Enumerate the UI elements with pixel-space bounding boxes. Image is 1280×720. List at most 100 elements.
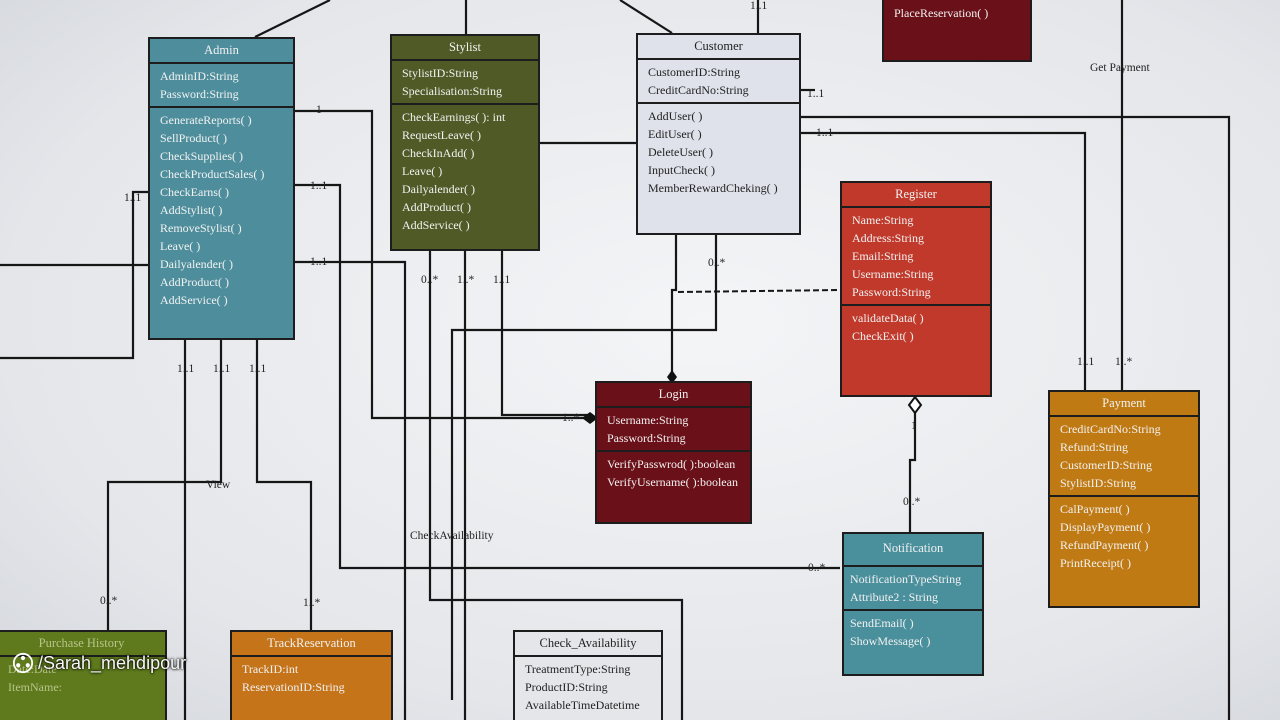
method: VerifyUsername( ):boolean [607, 475, 738, 489]
method: CheckProductSales( ) [160, 167, 265, 181]
method: SendEmail( ) [850, 616, 914, 630]
label-1-1-admin-bottom-b: 1..1 [213, 363, 231, 375]
label-1-1-customer-a: 1..1 [807, 88, 825, 100]
attributes-section: NotificationTypeString Attribute2 : Stri… [844, 567, 982, 611]
class-title: Register [842, 183, 990, 208]
class-track-reservation[interactable]: TrackReservation TrackID:int Reservation… [230, 630, 393, 720]
class-purchase-history[interactable]: Purchase History Date:Date ItemName: [0, 630, 167, 720]
attribute: ItemName: [8, 680, 62, 694]
method: AddUser( ) [648, 109, 703, 123]
label-1: 1 [316, 104, 322, 116]
attribute: Refund:String [1060, 440, 1128, 454]
attributes-section: CustomerID:String CreditCardNo:String [638, 60, 799, 104]
methods-section: CheckEarnings( ): int RequestLeave( ) Ch… [392, 105, 538, 237]
method: SellProduct( ) [160, 131, 227, 145]
attribute: StylistID:String [1060, 476, 1137, 490]
attribute: Username:String [852, 267, 934, 281]
method: Leave( ) [160, 239, 201, 253]
attribute: Password:String [160, 87, 239, 101]
label-0-many-notification-top: 0..* [903, 496, 921, 508]
class-admin[interactable]: Admin AdminID:String Password:String Gen… [148, 37, 295, 340]
method: Dailyalender( ) [160, 257, 233, 271]
label-get-payment: Get Payment [1090, 62, 1150, 74]
attribute: CreditCardNo:String [1060, 422, 1161, 436]
label-0-many-stylist: 0..* [421, 274, 439, 286]
label-0-many-customer: 0..* [708, 257, 726, 269]
label-0-many-notification-left: 0..* [808, 562, 826, 574]
class-login[interactable]: Login Username:String Password:String Ve… [595, 381, 752, 524]
attribute: Name:String [852, 213, 914, 227]
class-notification[interactable]: Notification NotificationTypeString Attr… [842, 532, 984, 676]
method: MemberRewardCheking( ) [648, 181, 778, 195]
method: VerifyPasswrod( ):boolean [607, 457, 736, 471]
label-check-availability: CheckAvailability [410, 530, 494, 542]
class-register[interactable]: Register Name:String Address:String Emai… [840, 181, 992, 397]
attribute: AdminID:String [160, 69, 239, 83]
label-1-1-admin-left: 1..1 [124, 192, 142, 204]
attribute: Attribute2 : String [850, 590, 938, 604]
class-title: Payment [1050, 392, 1198, 417]
class-title: Admin [150, 39, 293, 64]
methods-section: SendEmail( ) ShowMessage( ) [844, 611, 982, 653]
attributes-section: Username:String Password:String [597, 408, 750, 452]
class-title: Notification [844, 534, 982, 567]
class-title: Login [597, 383, 750, 408]
class-place-reservation[interactable]: PlaceReservation( ) [882, 0, 1032, 62]
method: DisplayPayment( ) [1060, 520, 1151, 534]
label-1-many-payment: 1..* [1115, 356, 1133, 368]
method: RefundPayment( ) [1060, 538, 1149, 552]
class-stylist[interactable]: Stylist StylistID:String Specialisation:… [390, 34, 540, 251]
method: DeleteUser( ) [648, 145, 713, 159]
attribute: Email:String [852, 249, 914, 263]
method: Dailyalender( ) [402, 182, 475, 196]
class-check-availability[interactable]: Check_Availability TreatmentType:String … [513, 630, 663, 720]
method: AddProduct( ) [160, 275, 229, 289]
attribute: StylistID:String [402, 66, 479, 80]
attribute: CustomerID:String [1060, 458, 1152, 472]
methods-section: CalPayment( ) DisplayPayment( ) RefundPa… [1050, 497, 1198, 575]
attribute: TrackID:int [242, 662, 299, 676]
methods-section: GenerateReports( ) SellProduct( ) CheckS… [150, 108, 293, 312]
label-view: View [206, 479, 231, 491]
method: CheckInAdd( ) [402, 146, 475, 160]
attribute: TreatmentType:String [525, 662, 631, 676]
method: Leave( ) [402, 164, 443, 178]
attributes-section: TreatmentType:String ProductID:String Av… [515, 657, 661, 717]
attributes-section: StylistID:String Specialisation:String [392, 61, 538, 105]
methods-section: AddUser( ) EditUser( ) DeleteUser( ) Inp… [638, 104, 799, 200]
class-payment[interactable]: Payment CreditCardNo:String Refund:Strin… [1048, 390, 1200, 608]
attributes-section: TrackID:int ReservationID:String [232, 657, 391, 699]
watermark: /Sarah_mehdipour [12, 652, 186, 674]
attribute: Specialisation:String [402, 84, 502, 98]
attributes-section: CreditCardNo:String Refund:String Custom… [1050, 417, 1198, 497]
label-1-1-top: 1..1 [750, 0, 768, 12]
label-1-1-payment: 1..1 [1077, 356, 1095, 368]
attribute: ReservationID:String [242, 680, 345, 694]
method: CheckEarns( ) [160, 185, 229, 199]
attribute: CreditCardNo:String [648, 83, 749, 97]
label-1-register: 1 [911, 420, 917, 432]
attributes-section: Name:String Address:String Email:String … [842, 208, 990, 306]
class-customer[interactable]: Customer CustomerID:String CreditCardNo:… [636, 33, 801, 235]
class-title: Customer [638, 35, 799, 60]
label-1-many-stylist: 1..* [457, 274, 475, 286]
method: EditUser( ) [648, 127, 702, 141]
watermark-handle: /Sarah_mehdipour [38, 652, 187, 673]
attribute: Password:String [607, 431, 686, 445]
method: CheckSupplies( ) [160, 149, 243, 163]
method: AddService( ) [160, 293, 228, 307]
method: PrintReceipt( ) [1060, 556, 1131, 570]
method: ShowMessage( ) [850, 634, 931, 648]
attribute: Username:String [607, 413, 689, 427]
attribute: Password:String [852, 285, 931, 299]
methods-section: PlaceReservation( ) [884, 0, 1030, 25]
label-1-1-admin-bottom-c: 1..1 [249, 363, 267, 375]
methods-section: VerifyPasswrod( ):boolean VerifyUsername… [597, 452, 750, 494]
method: AddStylist( ) [160, 203, 223, 217]
film-reel-icon [12, 652, 34, 674]
method: CheckEarnings( ): int [402, 110, 506, 124]
methods-section: validateData( ) CheckExit( ) [842, 306, 990, 348]
method: CheckExit( ) [852, 329, 914, 343]
